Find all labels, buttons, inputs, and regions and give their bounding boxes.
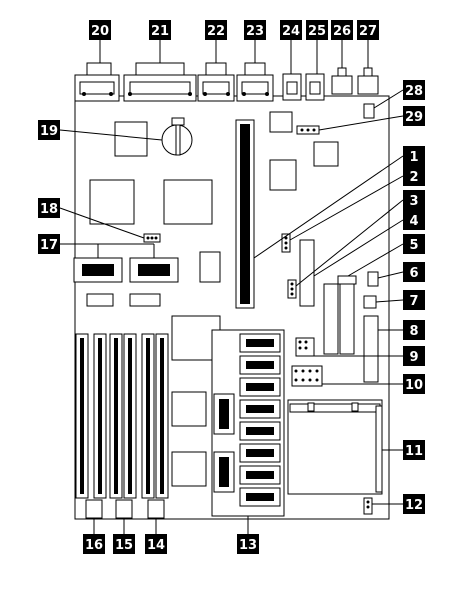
callout-26: 26 [331, 20, 353, 40]
callout-12: 12 [403, 494, 425, 514]
svg-text:1: 1 [409, 150, 418, 165]
svg-text:13: 13 [239, 538, 257, 553]
callouts: 20 21 22 23 24 25 26 27 28 29 19 18 17 1… [38, 20, 425, 554]
svg-text:21: 21 [151, 24, 169, 39]
svg-text:5: 5 [409, 238, 418, 253]
rear-connectors [74, 62, 379, 102]
callout-14: 14 [145, 534, 167, 554]
svg-text:25: 25 [308, 24, 326, 39]
callout-22: 22 [205, 20, 227, 40]
svg-text:3: 3 [409, 194, 418, 209]
callout-4: 4 [403, 210, 425, 230]
svg-text:4: 4 [409, 214, 418, 229]
svg-text:6: 6 [409, 266, 418, 281]
svg-text:14: 14 [147, 538, 165, 553]
svg-text:9: 9 [409, 350, 418, 365]
svg-text:28: 28 [405, 84, 423, 99]
svg-text:12: 12 [405, 498, 423, 513]
callout-17: 17 [38, 234, 60, 254]
callout-10: 10 [403, 374, 425, 394]
svg-text:18: 18 [40, 202, 58, 217]
svg-text:19: 19 [40, 124, 58, 139]
callout-5: 5 [403, 234, 425, 254]
callout-20: 20 [89, 20, 111, 40]
callout-23: 23 [244, 20, 266, 40]
leader-lines [59, 40, 404, 534]
callout-11: 11 [403, 440, 425, 460]
callout-25: 25 [306, 20, 328, 40]
callout-28: 28 [403, 80, 425, 100]
svg-text:20: 20 [91, 24, 109, 39]
callout-7: 7 [403, 290, 425, 310]
callout-15: 15 [113, 534, 135, 554]
svg-text:11: 11 [405, 444, 423, 459]
svg-text:8: 8 [409, 324, 418, 339]
callout-24: 24 [280, 20, 302, 40]
svg-text:23: 23 [246, 24, 264, 39]
callout-3: 3 [403, 190, 425, 210]
svg-text:7: 7 [409, 294, 418, 309]
components [73, 103, 383, 519]
callout-1: 1 [403, 146, 425, 166]
callout-19: 19 [38, 120, 60, 140]
svg-text:17: 17 [40, 238, 58, 253]
callout-6: 6 [403, 262, 425, 282]
svg-text:22: 22 [207, 24, 225, 39]
svg-text:26: 26 [333, 24, 351, 39]
svg-text:27: 27 [359, 24, 377, 39]
svg-text:29: 29 [405, 110, 423, 125]
callout-9: 9 [403, 346, 425, 366]
svg-text:24: 24 [282, 24, 300, 39]
callout-18: 18 [38, 198, 60, 218]
svg-text:10: 10 [405, 378, 423, 393]
callout-21: 21 [149, 20, 171, 40]
callout-27: 27 [357, 20, 379, 40]
callout-2: 2 [403, 166, 425, 186]
svg-text:16: 16 [85, 538, 103, 553]
svg-text:2: 2 [409, 170, 418, 185]
callout-16: 16 [83, 534, 105, 554]
callout-8: 8 [403, 320, 425, 340]
callout-29: 29 [403, 106, 425, 126]
svg-text:15: 15 [115, 538, 133, 553]
callout-13: 13 [237, 534, 259, 554]
